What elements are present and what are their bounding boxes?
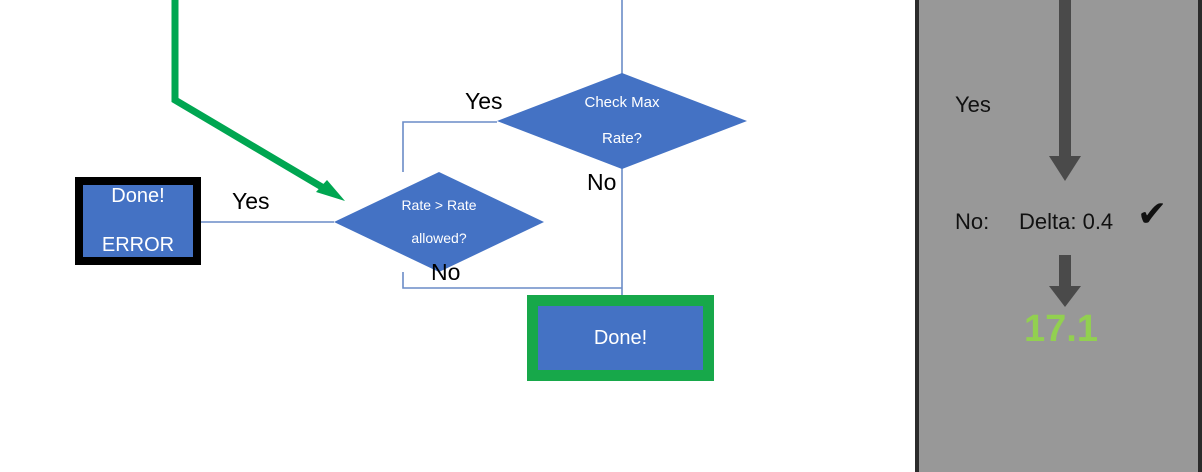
panel-result-value: 17.1 — [1024, 308, 1098, 350]
edge-label-yes-check-max: Yes — [465, 88, 503, 114]
node-done-error[interactable]: Done! ERROR — [75, 177, 201, 265]
flowchart-canvas: Check Max Rate? Rate > Rate allowed? Don… — [75, 0, 747, 381]
connector-yes-check-max — [402, 121, 497, 172]
panel-delta-label: Delta: 0.4 — [1019, 209, 1114, 234]
check-mark-icon: ✔ — [1137, 193, 1168, 234]
node-check-max-rate-line2: Rate? — [601, 129, 643, 147]
connector-no-rate-allowed — [402, 272, 622, 289]
node-rate-allowed-line2: allowed? — [411, 230, 467, 247]
node-done-error-label: Done! ERROR — [102, 184, 174, 257]
edge-label-yes-rate-allowed: Yes — [232, 188, 270, 214]
green-flow-arrow — [171, 0, 345, 201]
node-rate-allowed-line1: Rate > Rate — [401, 197, 477, 214]
node-check-max-rate-line1: Check Max — [584, 94, 660, 112]
node-done[interactable]: Done! — [527, 295, 714, 381]
panel-arrows — [1049, 0, 1081, 307]
node-done-error-line1: Done! — [111, 185, 165, 208]
panel-yes-label: Yes — [955, 92, 991, 117]
node-done-error-line2: ERROR — [101, 234, 175, 257]
node-done-label: Done! — [593, 326, 648, 349]
edge-label-no-check-max: No — [587, 169, 617, 195]
flowchart-connectors — [171, 0, 623, 295]
edge-label-no-rate-allowed: No — [431, 259, 461, 285]
arrow-down-primary-icon — [1049, 0, 1081, 181]
status-panel: Yes No: Delta: 0.4 ✔ 17.1 — [915, 0, 1202, 472]
panel-no-label: No: — [955, 209, 990, 234]
node-check-max-rate-label: Check Max Rate? — [584, 94, 659, 147]
node-rate-gt-rate-allowed-label: Rate > Rate allowed? — [401, 197, 476, 247]
arrow-down-secondary-icon — [1049, 255, 1081, 307]
